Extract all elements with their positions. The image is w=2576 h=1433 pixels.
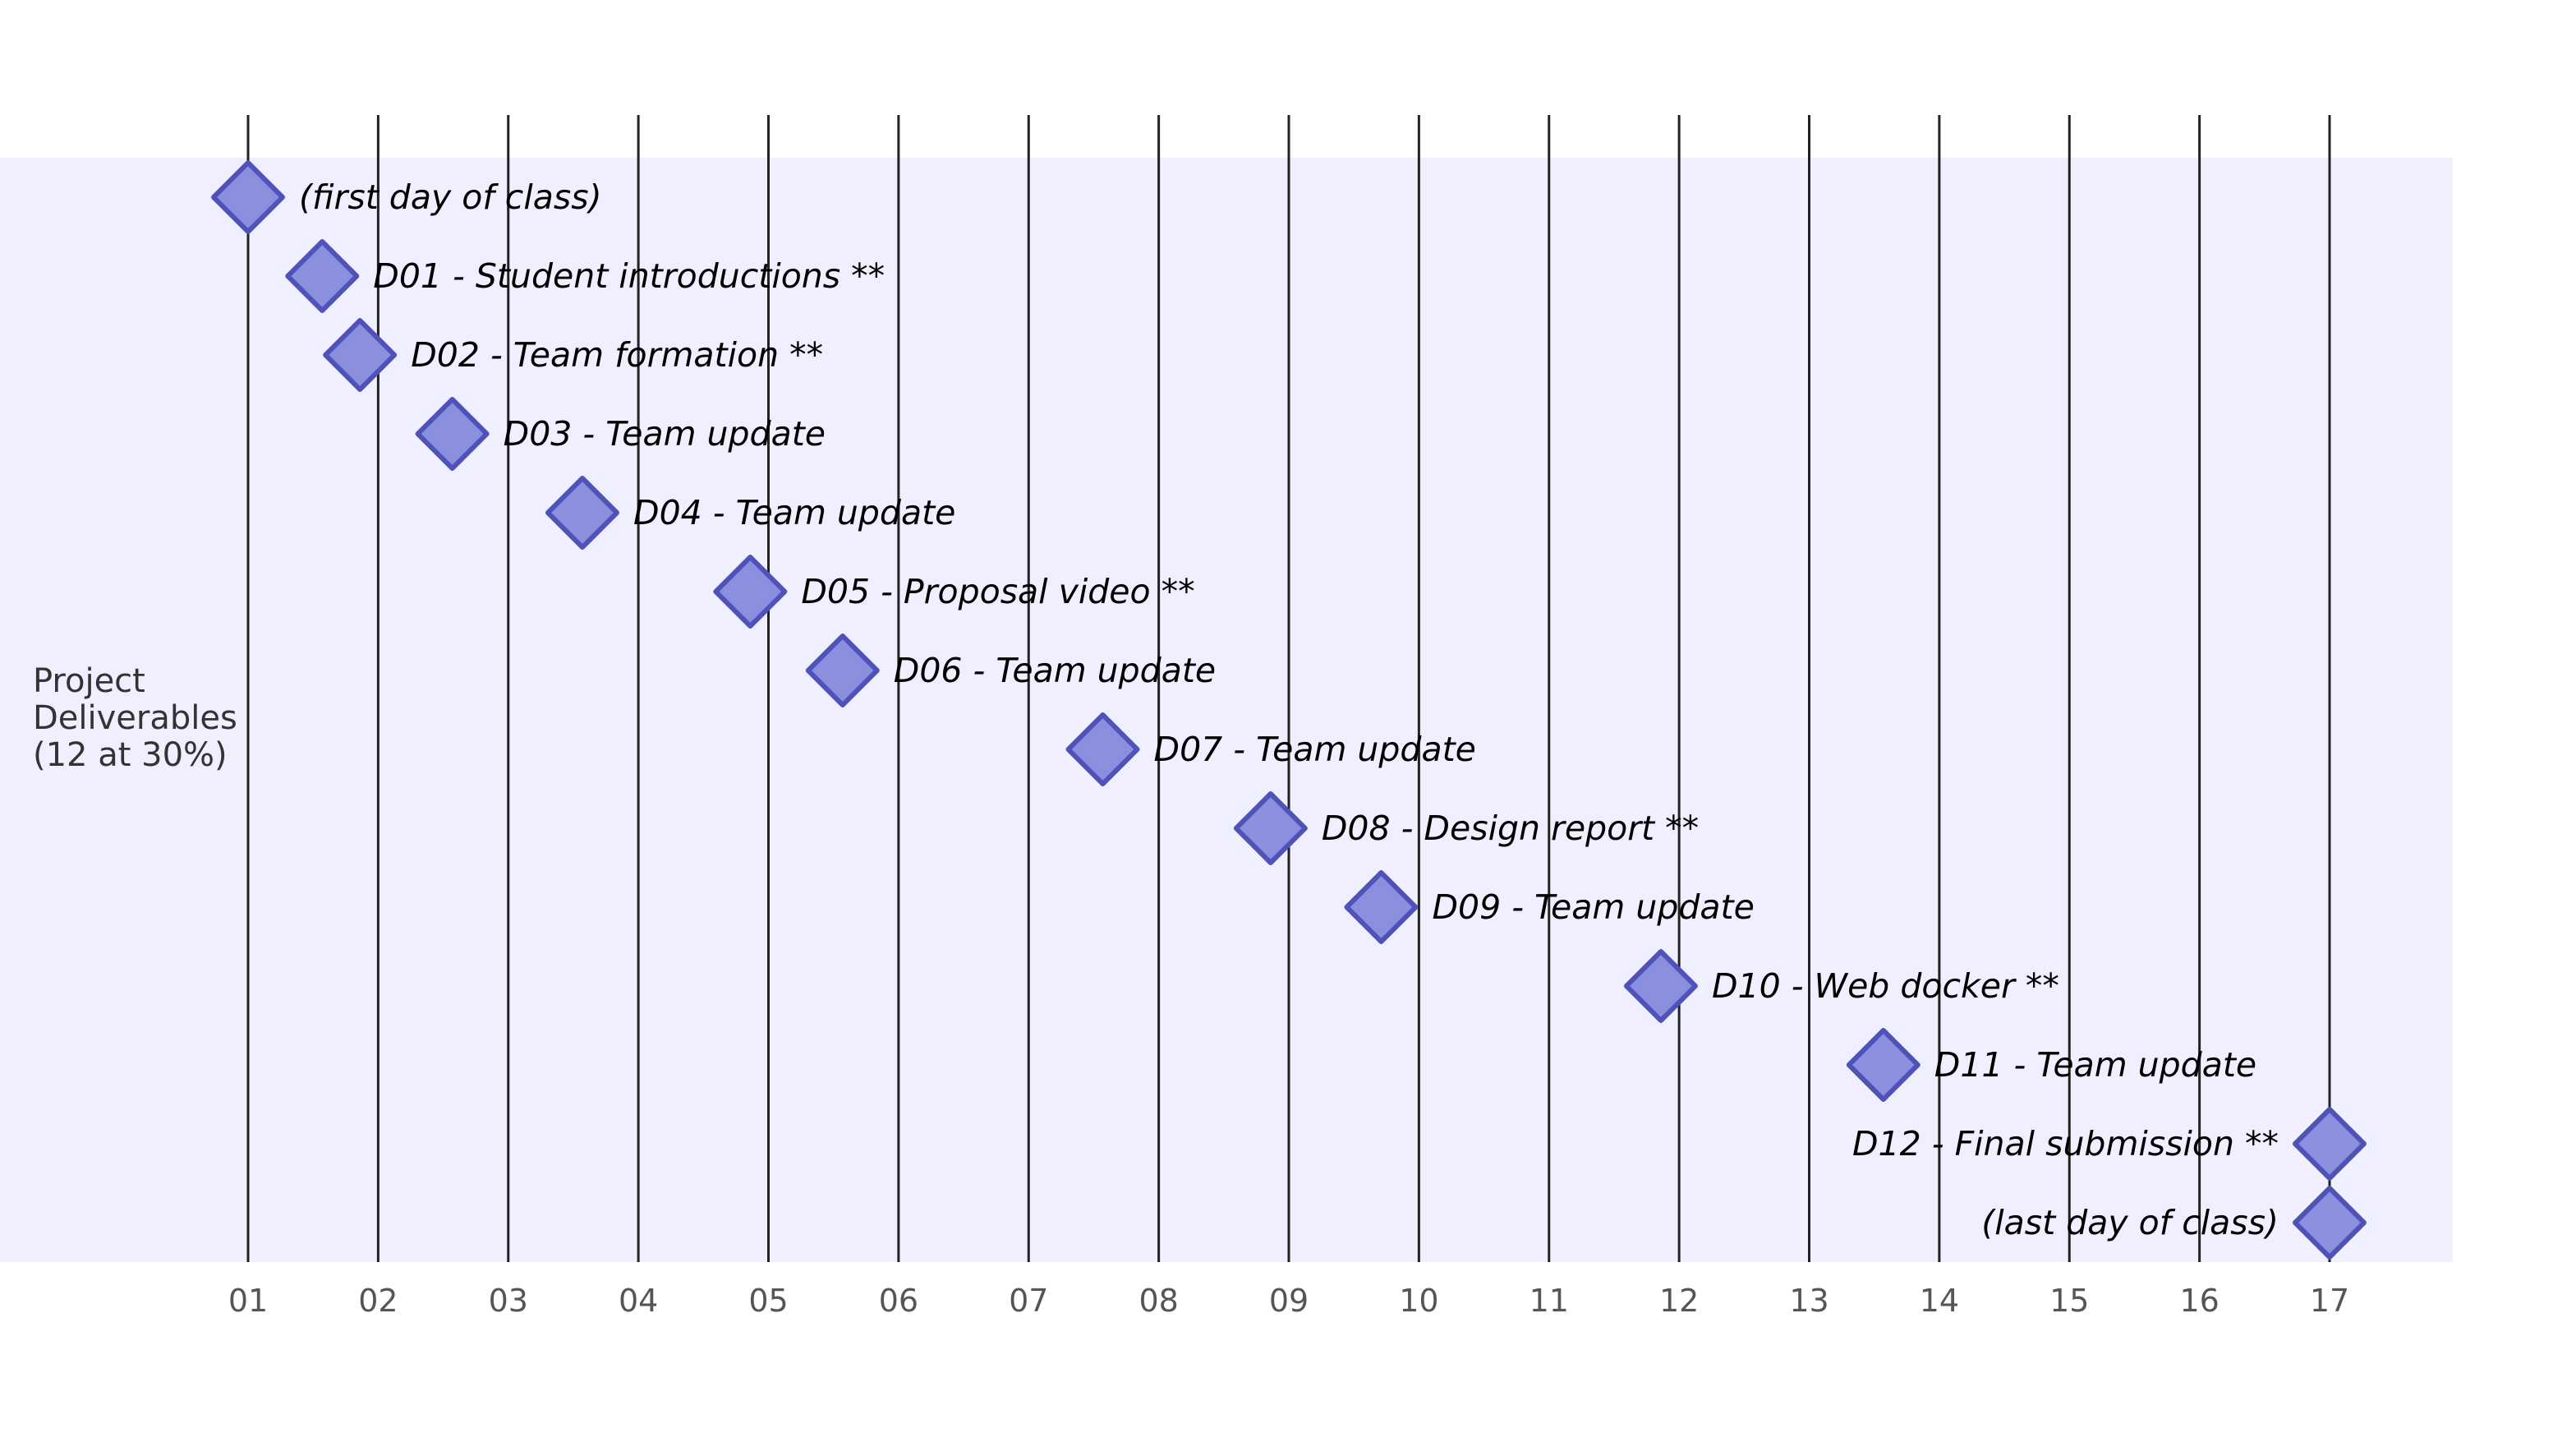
- milestone-label: D05 - Proposal video **: [801, 572, 1194, 611]
- milestone-label: D10 - Web docker **: [1712, 966, 2059, 1006]
- x-tick-label: 07: [1009, 1283, 1048, 1319]
- milestone: D02 - Team formation **: [323, 318, 823, 392]
- milestone: D11 - Team update: [1846, 1028, 2256, 1102]
- x-tick-label: 09: [1269, 1283, 1309, 1319]
- milestone: (last day of class): [1981, 1186, 2367, 1260]
- milestone-diamond: [211, 160, 285, 234]
- milestone-layer: (first day of class) D01 - Student introd…: [211, 160, 2367, 1260]
- milestone: D10 - Web docker **: [1623, 949, 2059, 1023]
- x-tick-label: 16: [2179, 1283, 2219, 1319]
- milestone-label: D08 - Design report **: [1322, 809, 1699, 848]
- milestone-diamond: [1846, 1028, 1920, 1102]
- x-tick-label: 01: [228, 1283, 268, 1319]
- milestone-diamond: [1344, 870, 1419, 944]
- milestone-diamond: [545, 476, 620, 550]
- milestone-diamond: [713, 555, 788, 629]
- section-band: [0, 158, 2453, 1262]
- section-label-line: Project: [33, 662, 145, 700]
- milestone-label: D06 - Team update: [894, 651, 1216, 690]
- milestone-diamond: [1065, 712, 1140, 786]
- milestone: D12 - Final submission **: [1852, 1107, 2367, 1181]
- x-tick-label: 15: [2049, 1283, 2089, 1319]
- milestone: D09 - Team update: [1344, 870, 1755, 944]
- milestone: D07 - Team update: [1065, 712, 1476, 786]
- x-tick-label: 02: [358, 1283, 398, 1319]
- milestone-label: D07 - Team update: [1154, 730, 1476, 769]
- section-label-line: Deliverables: [33, 699, 237, 737]
- milestone-label: D02 - Team formation **: [411, 335, 823, 375]
- milestone-diamond: [415, 397, 490, 471]
- x-tick-label: 11: [1530, 1283, 1569, 1319]
- x-tick-label: 04: [619, 1283, 658, 1319]
- milestone-diamond: [805, 634, 880, 707]
- x-axis-ticks: 01 02 03 04 05 06 07 08 09 10 11 12 13 14 15 16 17: [228, 1283, 2349, 1319]
- x-tick-label: 14: [1920, 1283, 1959, 1319]
- milestone-diamond: [323, 318, 398, 392]
- milestone: D01 - Student introductions **: [285, 239, 885, 313]
- grid-layer: [246, 115, 2331, 1262]
- milestone-label: D11 - Team update: [1934, 1045, 2256, 1085]
- x-tick-label: 06: [879, 1283, 918, 1319]
- milestone-label: D04 - Team update: [633, 493, 955, 532]
- x-tick-label: 08: [1138, 1283, 1178, 1319]
- milestone-label: (first day of class): [299, 177, 602, 217]
- milestone: (first day of class): [211, 160, 602, 234]
- milestone-label: D01 - Student introductions **: [373, 256, 885, 296]
- milestone: D03 - Team update: [415, 397, 826, 471]
- milestone: D05 - Proposal video **: [713, 555, 1195, 629]
- milestone-label: D09 - Team update: [1432, 887, 1754, 927]
- x-tick-label: 17: [2310, 1283, 2349, 1319]
- milestone-label: (last day of class): [1981, 1203, 2279, 1242]
- milestone-label: D03 - Team update: [504, 414, 826, 454]
- x-tick-label: 03: [489, 1283, 528, 1319]
- milestone-label: D12 - Final submission **: [1852, 1124, 2279, 1163]
- milestone: D06 - Team update: [805, 634, 1216, 707]
- section-band-layer: [0, 158, 2453, 1262]
- x-tick-label: 05: [748, 1283, 788, 1319]
- x-tick-label: 12: [1659, 1283, 1699, 1319]
- milestone-diamond: [1623, 949, 1698, 1023]
- milestone-diamond: [285, 239, 360, 313]
- x-tick-label: 13: [1789, 1283, 1828, 1319]
- milestone-diamond: [2293, 1186, 2367, 1260]
- milestone: D04 - Team update: [545, 476, 955, 550]
- x-tick-label: 10: [1399, 1283, 1438, 1319]
- section-label-line: (12 at 30%): [33, 736, 228, 774]
- milestone: D08 - Design report **: [1233, 791, 1699, 865]
- milestone-diamond: [2293, 1107, 2367, 1181]
- milestone-diamond: [1233, 791, 1308, 865]
